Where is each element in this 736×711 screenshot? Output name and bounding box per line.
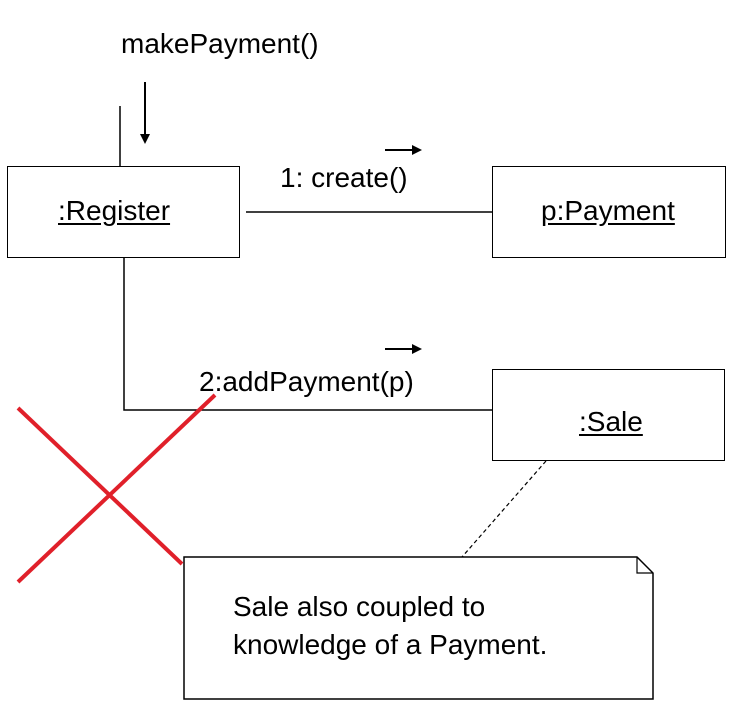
note-text-line-2: knowledge of a Payment. [233,629,548,660]
note-text: Sale also coupled to knowledge of a Paym… [233,588,547,664]
sale-object-name: :Sale [579,406,643,437]
payment-object-name: p:Payment [541,195,675,226]
red-cross-line-1 [16,406,184,566]
note-shape [183,556,654,700]
register-object-name: :Register [58,195,171,226]
create-message-label: 1: create() [280,162,408,193]
note-text-line-1: Sale also coupled to [233,591,486,622]
register-object: :Register [7,166,240,258]
sale-object: :Sale [492,369,725,461]
add-payment-message-label: 2:addPayment(p) [199,366,414,397]
note-connector [461,460,547,558]
note-fold [636,557,653,574]
link-register-sale [123,258,492,411]
red-cross-line-2 [16,393,217,584]
payment-object: p:Payment [492,166,726,258]
entry-message-label: makePayment() [121,28,319,59]
